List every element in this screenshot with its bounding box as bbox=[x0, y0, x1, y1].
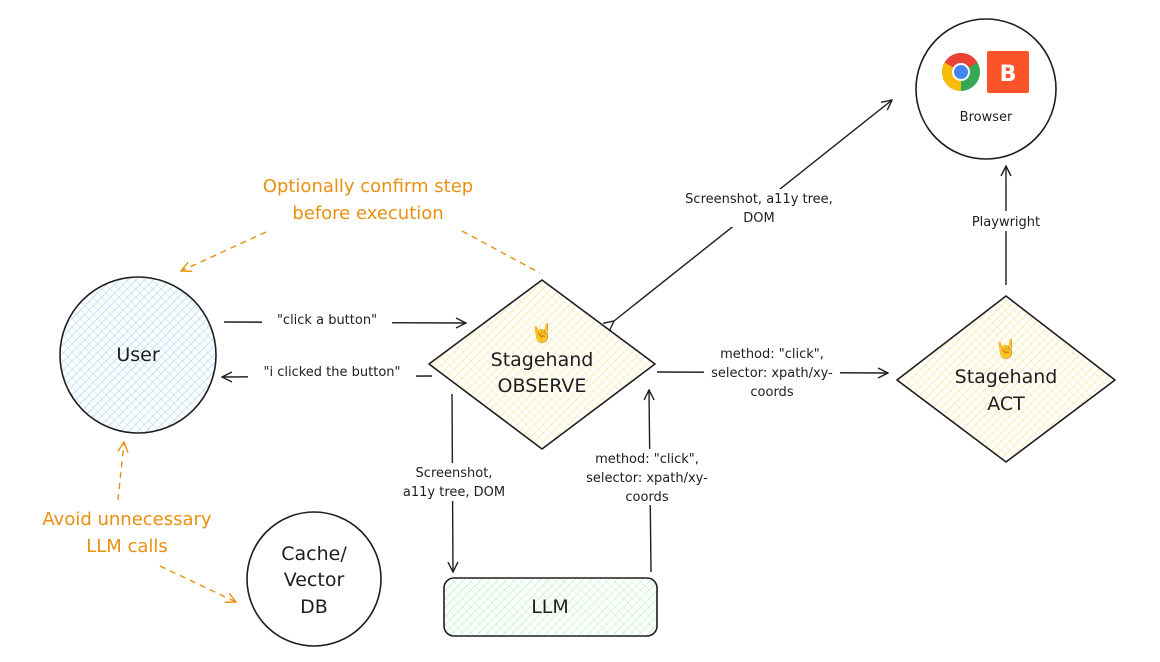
note-avoid-line2: LLM calls bbox=[86, 536, 168, 557]
edge-label-method-line2: selector: xpath/xy- bbox=[711, 366, 833, 381]
user-label: User bbox=[116, 344, 159, 366]
note-confirm-line1: Optionally confirm step bbox=[263, 176, 473, 197]
cache-label-line1: Cache/ bbox=[281, 543, 347, 565]
act-label-line1: Stagehand bbox=[955, 366, 1058, 388]
observe-label-line1: Stagehand bbox=[491, 349, 594, 371]
edge-observe-to-act: method: "click", selector: xpath/xy- coo… bbox=[656, 344, 888, 400]
brave-icon: B bbox=[987, 51, 1029, 93]
user-node: User bbox=[59, 276, 217, 434]
note-confirm-line2: before execution bbox=[292, 203, 443, 224]
edge-label-click-a-button: "click a button" bbox=[277, 313, 377, 328]
edge-label-llm-method-line3: coords bbox=[625, 490, 668, 505]
edge-label-screenshot-line1: Screenshot, a11y tree, bbox=[685, 192, 833, 207]
edge-label-llm-method-line1: method: "click", bbox=[595, 452, 699, 467]
note-avoid-llm-calls: Avoid unnecessary LLM calls bbox=[42, 442, 236, 602]
note-avoid-line1: Avoid unnecessary bbox=[42, 509, 212, 530]
edge-user-to-observe: "click a button" bbox=[223, 311, 466, 329]
edge-act-to-browser: Playwright bbox=[964, 166, 1048, 285]
stagehand-observe-node: 🤘 Stagehand OBSERVE bbox=[428, 279, 656, 450]
edge-observe-to-user: "i clicked the button" bbox=[222, 363, 433, 381]
rock-hand-icon: 🤘 bbox=[995, 338, 1017, 360]
act-label-line2: ACT bbox=[987, 393, 1025, 415]
edge-label-i-clicked-the-button: "i clicked the button" bbox=[263, 365, 400, 380]
edge-observe-to-llm: Screenshot, a11y tree, DOM bbox=[392, 393, 516, 572]
brave-logo-letter: B bbox=[1000, 62, 1017, 87]
browser-node: B Browser bbox=[915, 18, 1057, 160]
edge-browser-observe: Screenshot, a11y tree, DOM bbox=[614, 100, 892, 321]
cache-label-line3: DB bbox=[300, 596, 328, 618]
edge-llm-to-observe: method: "click", selector: xpath/xy- coo… bbox=[572, 390, 724, 573]
observe-label-line2: OBSERVE bbox=[498, 375, 587, 397]
edge-label-llm-method-line2: selector: xpath/xy- bbox=[586, 471, 708, 486]
edge-label-method-line3: coords bbox=[750, 385, 793, 400]
edge-label-method-line1: method: "click", bbox=[720, 347, 824, 362]
stagehand-act-node: 🤘 Stagehand ACT bbox=[896, 295, 1116, 463]
llm-label: LLM bbox=[531, 596, 569, 618]
edge-label-screenshot-llm-line2: a11y tree, DOM bbox=[403, 485, 505, 500]
chrome-icon bbox=[942, 53, 980, 91]
edge-label-playwright: Playwright bbox=[972, 215, 1040, 230]
rock-hand-icon: 🤘 bbox=[531, 322, 553, 344]
llm-node: LLM bbox=[443, 577, 658, 637]
cache-vector-db-node: Cache/ Vector DB bbox=[246, 511, 382, 647]
cache-label-line2: Vector bbox=[284, 569, 345, 591]
edge-label-screenshot-llm-line1: Screenshot, bbox=[416, 466, 493, 481]
note-confirm-step: Optionally confirm step before execution bbox=[181, 176, 541, 274]
edge-label-screenshot-line2: DOM bbox=[743, 211, 774, 226]
browser-label: Browser bbox=[960, 110, 1013, 125]
